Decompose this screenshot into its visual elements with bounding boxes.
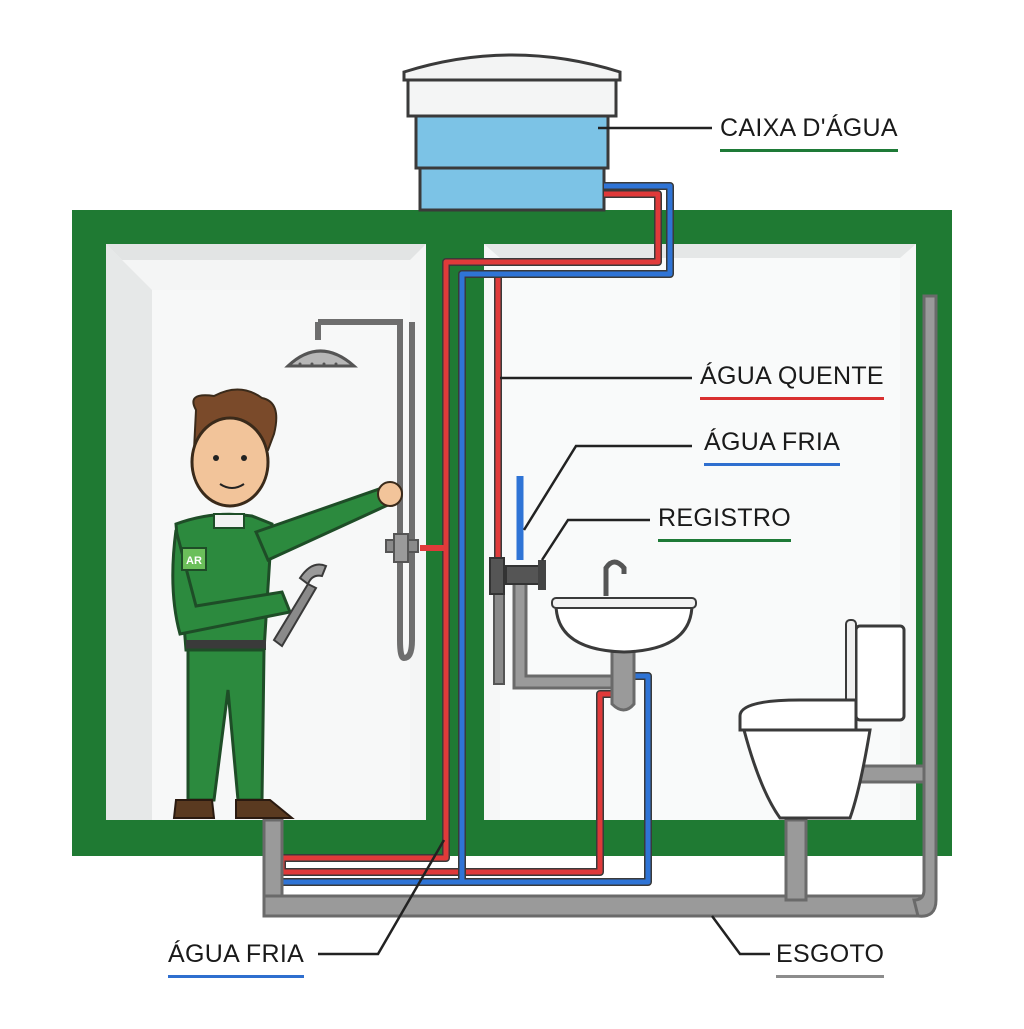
hot-water-pipe xyxy=(279,191,661,875)
valve-icon xyxy=(489,557,546,595)
drain-pipe xyxy=(262,294,938,918)
room-left-side xyxy=(106,244,152,820)
water-tank-icon xyxy=(402,53,622,212)
cold-water-pipe xyxy=(280,183,673,885)
sink-icon xyxy=(551,559,697,654)
label-caixa-dagua: CAIXA D'ÁGUA xyxy=(720,114,898,152)
label-agua-quente: ÁGUA QUENTE xyxy=(700,362,884,400)
label-registro: REGISTRO xyxy=(658,504,791,542)
wrench-icon xyxy=(272,563,328,648)
room-left-ceiling xyxy=(106,244,426,260)
label-agua-fria-bottom: ÁGUA FRIA xyxy=(168,940,305,978)
leader-lines xyxy=(318,126,770,956)
shower-icon xyxy=(284,319,419,662)
label-esgoto: ESGOTO xyxy=(776,940,885,978)
room-right-ceiling xyxy=(484,244,916,258)
label-agua-fria-right: ÁGUA FRIA xyxy=(704,428,841,466)
badge-text: AR xyxy=(186,555,202,567)
toilet-icon xyxy=(738,619,906,820)
plumber-figure: AR xyxy=(171,388,403,819)
uniform-badge xyxy=(181,547,207,571)
